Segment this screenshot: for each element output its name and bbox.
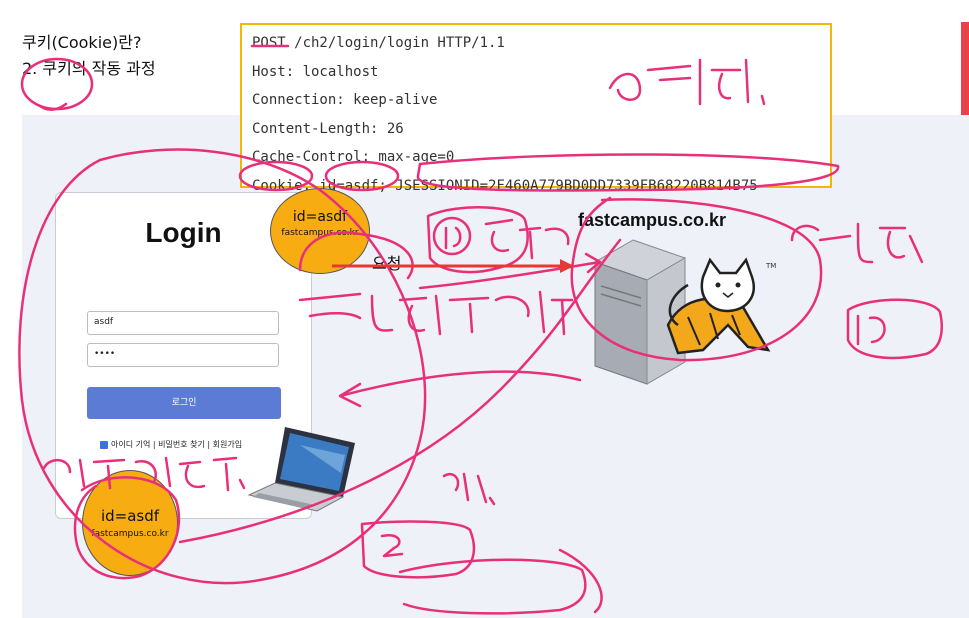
- annotation-request-header: [608, 58, 766, 106]
- options-separator: |: [152, 440, 156, 449]
- cookie-value: id=asdf: [292, 209, 348, 225]
- tomcat-icon: [666, 257, 771, 355]
- login-button[interactable]: 로그인: [87, 387, 281, 419]
- annotation-cookie-circle: [73, 476, 181, 580]
- signup-link[interactable]: 회원가입: [212, 440, 243, 449]
- badge-box-right: [846, 298, 943, 360]
- annotation-client-ellipse: [18, 148, 427, 585]
- annotation-server-ellipse: [570, 196, 823, 362]
- slide-subtitle: 2. 쿠키의 작동 과정: [22, 59, 156, 78]
- checkbox-icon[interactable]: [100, 440, 108, 449]
- annotation-client-info: [298, 290, 574, 336]
- annotation-arrow-right: [418, 252, 602, 290]
- slide-title: 쿠키(Cookie)란?: [22, 33, 142, 52]
- server-domain-label: fastcampus.co.kr: [578, 210, 727, 230]
- login-title: Login: [145, 217, 222, 248]
- login-form-card: Login asdf •••• 로그인 아이디 기억 | 비밀번호 찾기 | 회…: [55, 192, 312, 519]
- cookie-value: id=asdf: [100, 507, 160, 525]
- trademark-label: TM: [766, 262, 777, 270]
- circle-id-value: [324, 160, 400, 192]
- annotation-response-arrow: [338, 370, 582, 408]
- badge-annotation-top: [484, 218, 570, 260]
- circle-cookie-header: [238, 160, 314, 192]
- find-password-link[interactable]: 비밀번호 찾기: [158, 440, 205, 449]
- annotation-server-storage: [790, 222, 924, 264]
- annotation-return-curve: [178, 238, 622, 544]
- cookie-domain: fastcampus.co.kr: [91, 529, 169, 539]
- circle-step-number: [20, 57, 94, 111]
- badge-box-bottom: [360, 520, 476, 579]
- badge-box-bottom-shadow: [398, 558, 587, 615]
- circle-jsessionid: [416, 153, 840, 192]
- badge-number-bottom: [380, 533, 404, 558]
- badge-circle-number-right: [856, 314, 886, 346]
- annotation-request-ellipse: [298, 231, 414, 280]
- options-separator: |: [207, 440, 211, 449]
- http-connection-header: Connection: keep-alive: [252, 92, 438, 108]
- http-host-header: Host: localhost: [252, 63, 379, 80]
- http-content-length-header: Content-Length: 26: [252, 120, 404, 137]
- badge-circle-top: [432, 216, 472, 256]
- request-arrow-head: [560, 259, 574, 273]
- id-input[interactable]: asdf: [87, 311, 279, 335]
- login-options: 아이디 기억 | 비밀번호 찾기 | 회원가입: [100, 439, 242, 450]
- slide-header: 쿠키(Cookie)란? 2. 쿠키의 작동 과정: [22, 30, 156, 82]
- annotation-browser-storage: [42, 456, 246, 492]
- cookie-domain: fastcampus.co.kr: [281, 228, 359, 238]
- laptop-icon: [247, 427, 355, 512]
- annotation-arrow-bottom: [558, 548, 603, 614]
- server-icon: [593, 239, 687, 385]
- step-curl: [38, 102, 68, 111]
- badge-circle-number-top: [444, 226, 462, 250]
- accent-bar: [961, 22, 969, 172]
- badge-box-top: [426, 206, 529, 274]
- annotation-bottom-text: [442, 472, 496, 506]
- password-input[interactable]: ••••: [87, 343, 279, 367]
- remember-id-label: 아이디 기억: [111, 440, 151, 449]
